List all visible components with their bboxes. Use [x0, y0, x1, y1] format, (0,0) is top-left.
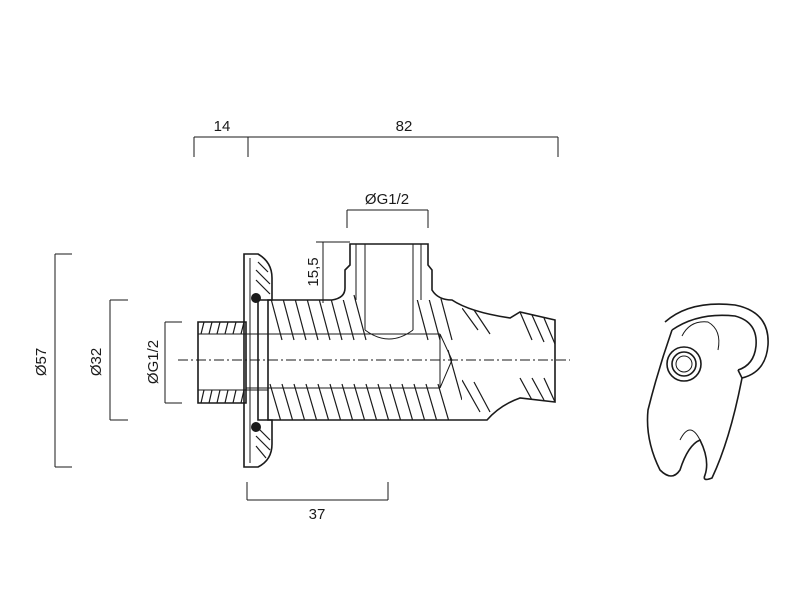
dim-label-82: 82 — [396, 118, 413, 135]
dim-label-57: Ø57 — [33, 348, 50, 376]
o-ring-top — [251, 293, 261, 303]
dim-label-outlet-diameter: ØG1/2 — [365, 191, 409, 208]
side-view-flange — [664, 303, 769, 379]
outlet-height-dim-lines — [316, 241, 350, 303]
dim-label-inlet-diameter: ØG1/2 — [145, 340, 162, 384]
main-bore — [246, 333, 453, 389]
flange-diameter-dim-lines — [54, 253, 72, 468]
o-ring-bottom — [251, 422, 261, 432]
dim-label-32: Ø32 — [88, 348, 105, 376]
insert-length-dim-lines — [246, 482, 389, 501]
top-dimension-lines — [193, 136, 559, 157]
dim-label-14: 14 — [214, 118, 231, 135]
body-diameter-dim-lines — [109, 299, 128, 421]
valve-body-outline — [267, 243, 556, 421]
valve-section-view — [178, 243, 570, 468]
valve-side-view — [646, 303, 769, 481]
side-view-outlet-ring — [666, 346, 702, 382]
inlet-diameter-dim-lines — [164, 321, 182, 404]
tail-hatching — [462, 308, 555, 413]
side-view-body — [646, 329, 743, 481]
wall-flange — [243, 253, 273, 468]
body-thread-hatching — [269, 294, 462, 420]
dim-label-15-5: 15,5 — [305, 257, 322, 286]
outlet-diameter-dim-lines — [346, 209, 429, 228]
dim-label-37: 37 — [309, 506, 326, 523]
outlet-bore — [355, 244, 422, 340]
